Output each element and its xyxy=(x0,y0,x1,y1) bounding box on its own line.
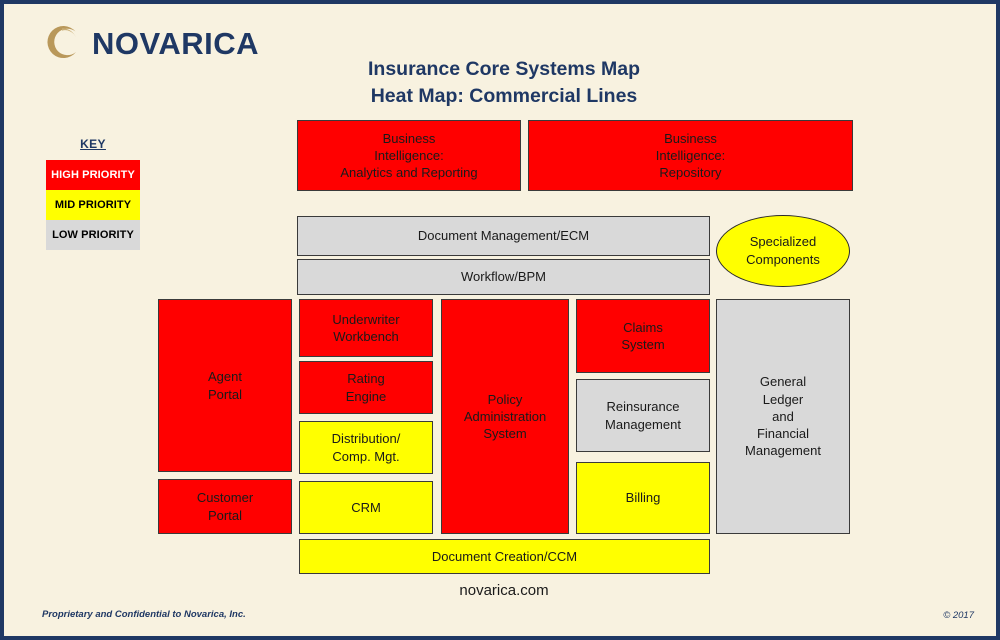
title-line-1: Insurance Core Systems Map xyxy=(367,58,641,80)
box-general-ledger-financial-management[interactable]: General Ledger and Financial Management xyxy=(716,299,850,534)
page-title: Insurance Core Systems Map Heat Map: Com… xyxy=(254,56,754,109)
box-claims-system[interactable]: Claims System xyxy=(576,299,710,373)
box-rating-engine[interactable]: Rating Engine xyxy=(299,361,433,414)
title-line-2: Heat Map: Commercial Lines xyxy=(370,84,638,107)
site-url: novarica.com xyxy=(459,582,549,599)
box-crm[interactable]: CRM xyxy=(299,481,433,534)
box-agent-portal[interactable]: Agent Portal xyxy=(158,299,292,472)
novarica-ring-icon xyxy=(47,26,76,59)
box-specialized-components[interactable]: Specialized Components xyxy=(716,215,850,287)
box-distribution-comp-mgt[interactable]: Distribution/ Comp. Mgt. xyxy=(299,421,433,474)
brand-name: NOVARICA xyxy=(92,25,260,61)
box-customer-portal[interactable]: Customer Portal xyxy=(158,479,292,534)
box-reinsurance-management[interactable]: Reinsurance Management xyxy=(576,379,710,452)
box-document-management-ecm[interactable]: Document Management/ECM xyxy=(297,216,710,256)
novarica-logo: NOVARICA xyxy=(42,18,302,68)
box-document-creation-ccm[interactable]: Document Creation/CCM xyxy=(299,539,710,574)
legend-title: KEY xyxy=(80,137,106,151)
legend-item-high-priority: HIGH PRIORITY xyxy=(46,160,140,190)
legend: KEY HIGH PRIORITY MID PRIORITY LOW PRIOR… xyxy=(46,137,140,250)
legend-item-mid-priority: MID PRIORITY xyxy=(46,190,140,220)
box-business-intelligence-analytics[interactable]: Business Intelligence: Analytics and Rep… xyxy=(297,120,521,191)
box-workflow-bpm[interactable]: Workflow/BPM xyxy=(297,259,710,295)
box-policy-administration-system[interactable]: Policy Administration System xyxy=(441,299,569,534)
box-underwriter-workbench[interactable]: Underwriter Workbench xyxy=(299,299,433,357)
copyright-notice: © 2017 xyxy=(943,610,974,621)
legend-item-low-priority: LOW PRIORITY xyxy=(46,220,140,250)
box-business-intelligence-repository[interactable]: Business Intelligence: Repository xyxy=(528,120,853,191)
box-billing[interactable]: Billing xyxy=(576,462,710,534)
confidentiality-notice: Proprietary and Confidential to Novarica… xyxy=(42,609,246,620)
